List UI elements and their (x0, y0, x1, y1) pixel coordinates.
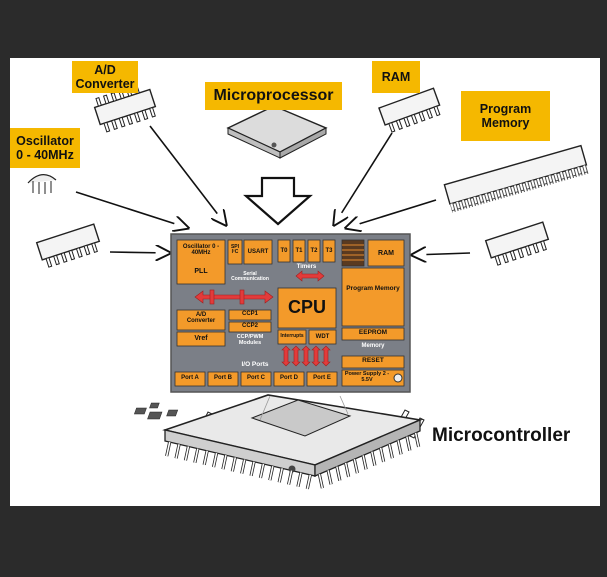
big-down-arrow (243, 176, 313, 226)
callout-microprocessor-text: Microprocessor (213, 87, 334, 104)
eeprom-block (341, 327, 405, 341)
ram-chip-icon (378, 87, 441, 133)
ad-converter-label: A/D Converter (186, 312, 216, 325)
callout-ad-converter-text: A/D Converter (75, 63, 135, 91)
timer-t0-label: T0 (280, 248, 288, 254)
microprocessor-chip-icon (226, 105, 328, 159)
program-memory-chip-icon (443, 144, 589, 213)
left-dip-chip-icon (35, 223, 101, 268)
cpu-block (277, 287, 337, 329)
callout-ram-text: RAM (381, 70, 411, 84)
bus-arrows (194, 270, 331, 367)
oscillator-chip-icon (27, 174, 57, 194)
spi-label: SPI I²C (230, 244, 240, 256)
arrow-left-chip (109, 252, 170, 253)
port-b-label: Port B (214, 375, 232, 381)
program-memory-block (341, 267, 405, 327)
oscillator-label: Oscillator 0 - 40MHz (182, 244, 220, 257)
serial-comm-label: Serial Communication (231, 271, 269, 283)
callout-ad-converter: A/D Converter (72, 61, 138, 93)
interrupts-label: Interrupts (280, 333, 304, 339)
port-c-label: Port C (247, 375, 265, 381)
port-e-label: Port E (313, 375, 331, 381)
microcontroller-chip (133, 394, 425, 490)
callout-program-memory: Program Memory (461, 91, 550, 141)
spi-block (227, 239, 243, 265)
timers-label: Timers (296, 264, 317, 270)
callout-ram: RAM (372, 61, 420, 93)
callout-microprocessor: Microprocessor (205, 82, 342, 110)
port-d-label: Port D (280, 375, 298, 381)
power-supply-block (341, 369, 405, 387)
memory-label: Memory (361, 343, 385, 349)
ad-converter-block (176, 309, 226, 331)
right-dip-chip-icon (484, 221, 550, 266)
timer-t3-label: T3 (325, 248, 333, 254)
timer-t1-label: T1 (295, 248, 303, 254)
reset-label: RESET (362, 357, 384, 364)
timer-t2-label: T2 (310, 248, 318, 254)
callout-oscillator-text: Oscillator 0 - 40MHz (16, 134, 74, 162)
pll-label: PLL (194, 268, 208, 275)
arrow-oscillator (75, 191, 188, 228)
ram-label: RAM (378, 250, 394, 257)
usart-block (243, 239, 273, 265)
mcu-block-diagram (170, 233, 411, 393)
ccp-pwm-label: CCP/PWM Modules (236, 334, 264, 346)
cpu-label: CPU (287, 297, 326, 317)
ccp1-label: CCP1 (241, 311, 258, 317)
program-memory-label: Program Memory (346, 285, 400, 292)
eeprom-label: EEPROM (358, 329, 388, 336)
oscillator-block (176, 239, 226, 285)
power-supply-label: Power Supply 2 - 5.5V (344, 371, 390, 383)
ad-converter-chip-icon (93, 84, 157, 133)
arrow-ad (149, 125, 226, 225)
io-ports-label: I/O Ports (241, 361, 269, 368)
ram-block (367, 239, 405, 267)
callout-oscillator: Oscillator 0 - 40MHz (10, 128, 80, 168)
wdt-label: WDT (315, 334, 330, 340)
arrow-right-chip (412, 253, 471, 255)
vref-label: Vref (194, 335, 208, 342)
reset-block (341, 355, 405, 369)
arrow-ram (334, 132, 393, 225)
port-a-label: Port A (181, 375, 199, 381)
callout-program-memory-text: Program Memory (479, 102, 532, 130)
ccp2-label: CCP2 (241, 323, 258, 329)
microcontroller-label: Microcontroller (432, 425, 571, 446)
arrow-program-memory (346, 199, 437, 228)
usart-label: USART (247, 249, 269, 255)
input-arrows (75, 125, 471, 255)
